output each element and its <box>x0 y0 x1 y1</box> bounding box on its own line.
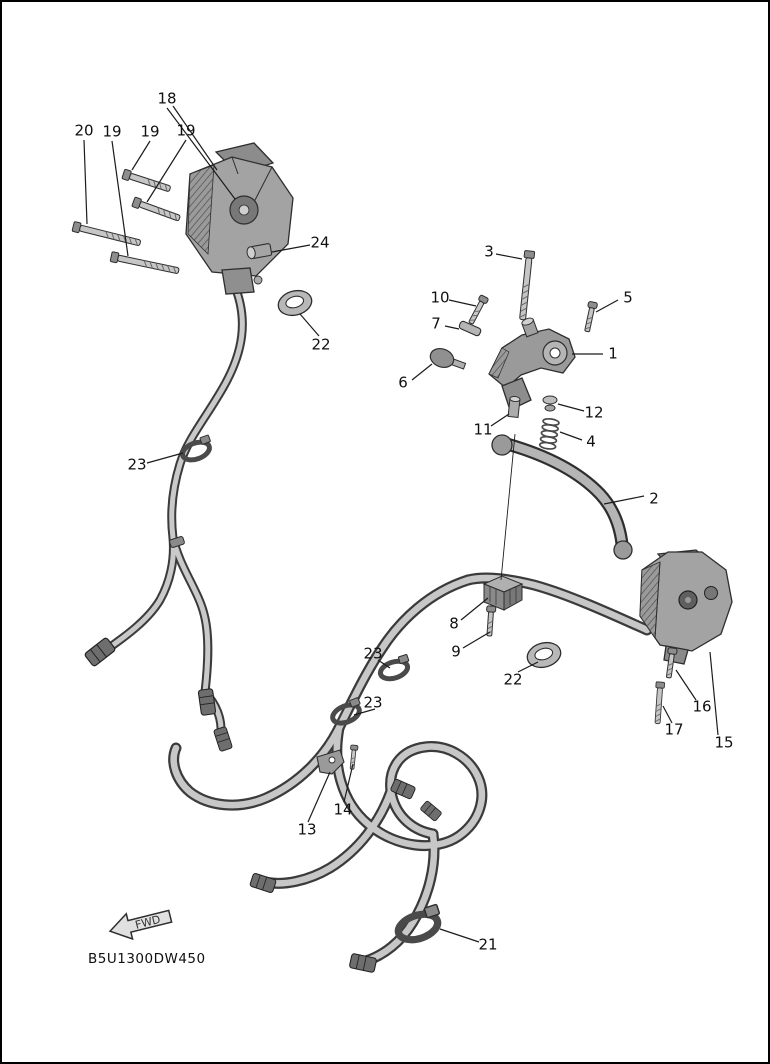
bolt-17 <box>652 681 666 725</box>
wire-harness <box>83 277 653 974</box>
cable-clip <box>169 536 185 548</box>
washer-12 <box>542 395 558 412</box>
part-code: B5U1300DW450 <box>88 951 206 967</box>
connector <box>419 799 443 823</box>
lever-holder-1 <box>488 317 576 411</box>
fwd-arrow: FWD <box>108 909 173 941</box>
connector <box>197 687 217 717</box>
right-handlebar-switch <box>639 549 733 725</box>
clamp-23 <box>377 654 412 682</box>
mounting-bolts-left <box>71 168 182 277</box>
damper-24 <box>246 243 273 260</box>
pin-7 <box>458 320 482 337</box>
bolt-19 <box>121 168 172 195</box>
adjuster-knob-6 <box>429 347 467 370</box>
clutch-lever-2 <box>491 434 633 560</box>
screw-10 <box>466 294 490 326</box>
connector <box>212 725 234 753</box>
grommet-22 <box>274 286 316 320</box>
lever-bracket-assembly <box>429 250 633 560</box>
connector <box>249 872 277 894</box>
bolt-19 <box>109 251 181 277</box>
switch-button <box>704 586 718 600</box>
bushing-11 <box>507 396 521 419</box>
left-handlebar-switch <box>185 142 294 295</box>
spring-4 <box>538 417 560 450</box>
bolt-19 <box>131 196 182 224</box>
fwd-label: FWD <box>134 913 162 932</box>
switch-clamp <box>221 267 255 295</box>
screw-9 <box>484 605 497 637</box>
screw-5 <box>582 300 599 333</box>
connector-block-8 <box>482 575 524 611</box>
leader-lines <box>83 105 719 943</box>
clamp-23 <box>179 435 215 463</box>
screw-14 <box>348 744 359 770</box>
bolt-3 <box>517 250 536 321</box>
clamp-bracket-13 <box>316 749 345 775</box>
bolt-20 <box>71 220 142 249</box>
